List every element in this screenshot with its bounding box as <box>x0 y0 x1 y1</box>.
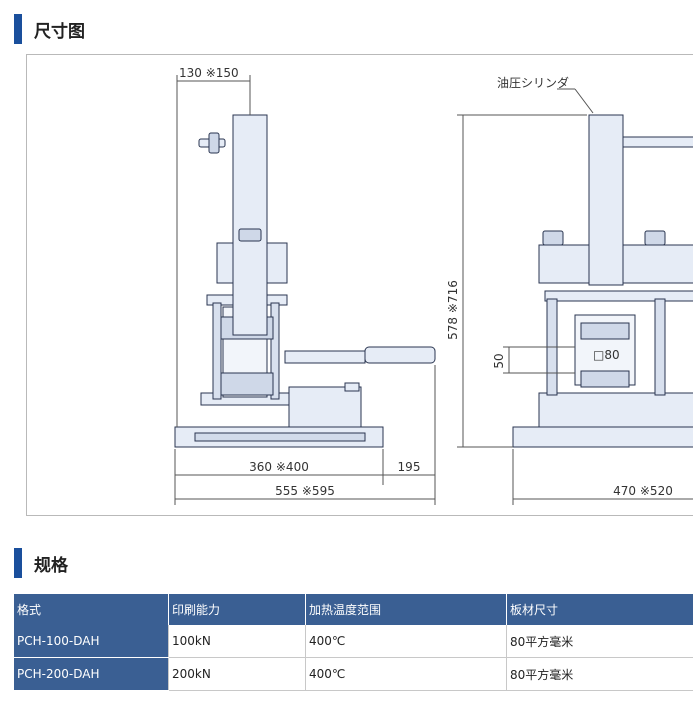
section-title-specs: 规格 <box>34 555 68 576</box>
dimension-diagram: 130 ※150 油圧シリンダ 578 ※716 50 □80 360 ※400… <box>26 54 693 516</box>
front-cylinder <box>588 114 624 286</box>
section-accent-bar <box>14 548 22 578</box>
section-header-specs: 规格 <box>14 548 68 578</box>
cell-temperature: 400℃ <box>305 625 507 658</box>
table-row: PCH-200-DAH 200kN 400℃ 80平方毫米 <box>14 657 693 691</box>
front-hose <box>622 136 693 148</box>
section-title-dimensions: 尺寸图 <box>34 21 85 42</box>
machine-drawing: 130 ※150 油圧シリンダ 578 ※716 50 □80 360 ※400… <box>174 66 693 505</box>
section-accent-bar <box>14 14 22 44</box>
table-header-row: 格式 印刷能力 加热温度范围 板材尺寸 <box>14 594 693 625</box>
label-cylinder: 油圧シリンダ <box>497 75 569 90</box>
section-header-dimensions: 尺寸图 <box>14 14 85 44</box>
side-cylinder <box>232 114 268 336</box>
side-handle-grip <box>364 346 436 364</box>
header-temperature: 加热温度范围 <box>305 594 507 625</box>
front-base-plate <box>512 426 693 448</box>
front-upper-platen <box>544 290 693 302</box>
header-capacity: 印刷能力 <box>168 594 306 625</box>
cell-capacity: 200kN <box>168 657 306 691</box>
dim-width-total: 555 ※595 <box>275 484 335 498</box>
dim-width-front: 470 ※520 <box>613 484 673 498</box>
cell-plate-size: 80平方毫米 <box>506 657 693 691</box>
dim-width-handle: 195 <box>398 460 421 474</box>
header-model: 格式 <box>14 594 169 625</box>
cell-capacity: 100kN <box>168 625 306 658</box>
front-lower-block <box>538 392 693 428</box>
dim-plate: □80 <box>593 348 620 362</box>
side-handle-arm <box>284 350 366 364</box>
cell-model: PCH-100-DAH <box>14 625 169 658</box>
dim-width-main: 360 ※400 <box>249 460 309 474</box>
dim-gap: 50 <box>492 353 506 368</box>
table-row: PCH-100-DAH 100kN 400℃ 80平方毫米 <box>14 625 693 658</box>
side-motor-box <box>288 386 362 428</box>
cell-temperature: 400℃ <box>305 657 507 691</box>
dim-height: 578 ※716 <box>446 280 460 340</box>
cell-model: PCH-200-DAH <box>14 657 169 691</box>
cell-plate-size: 80平方毫米 <box>506 625 693 658</box>
header-plate-size: 板材尺寸 <box>506 594 693 625</box>
spec-table: 格式 印刷能力 加热温度范围 板材尺寸 PCH-100-DAH 100kN 40… <box>14 594 693 691</box>
dim-top: 130 ※150 <box>179 66 239 80</box>
